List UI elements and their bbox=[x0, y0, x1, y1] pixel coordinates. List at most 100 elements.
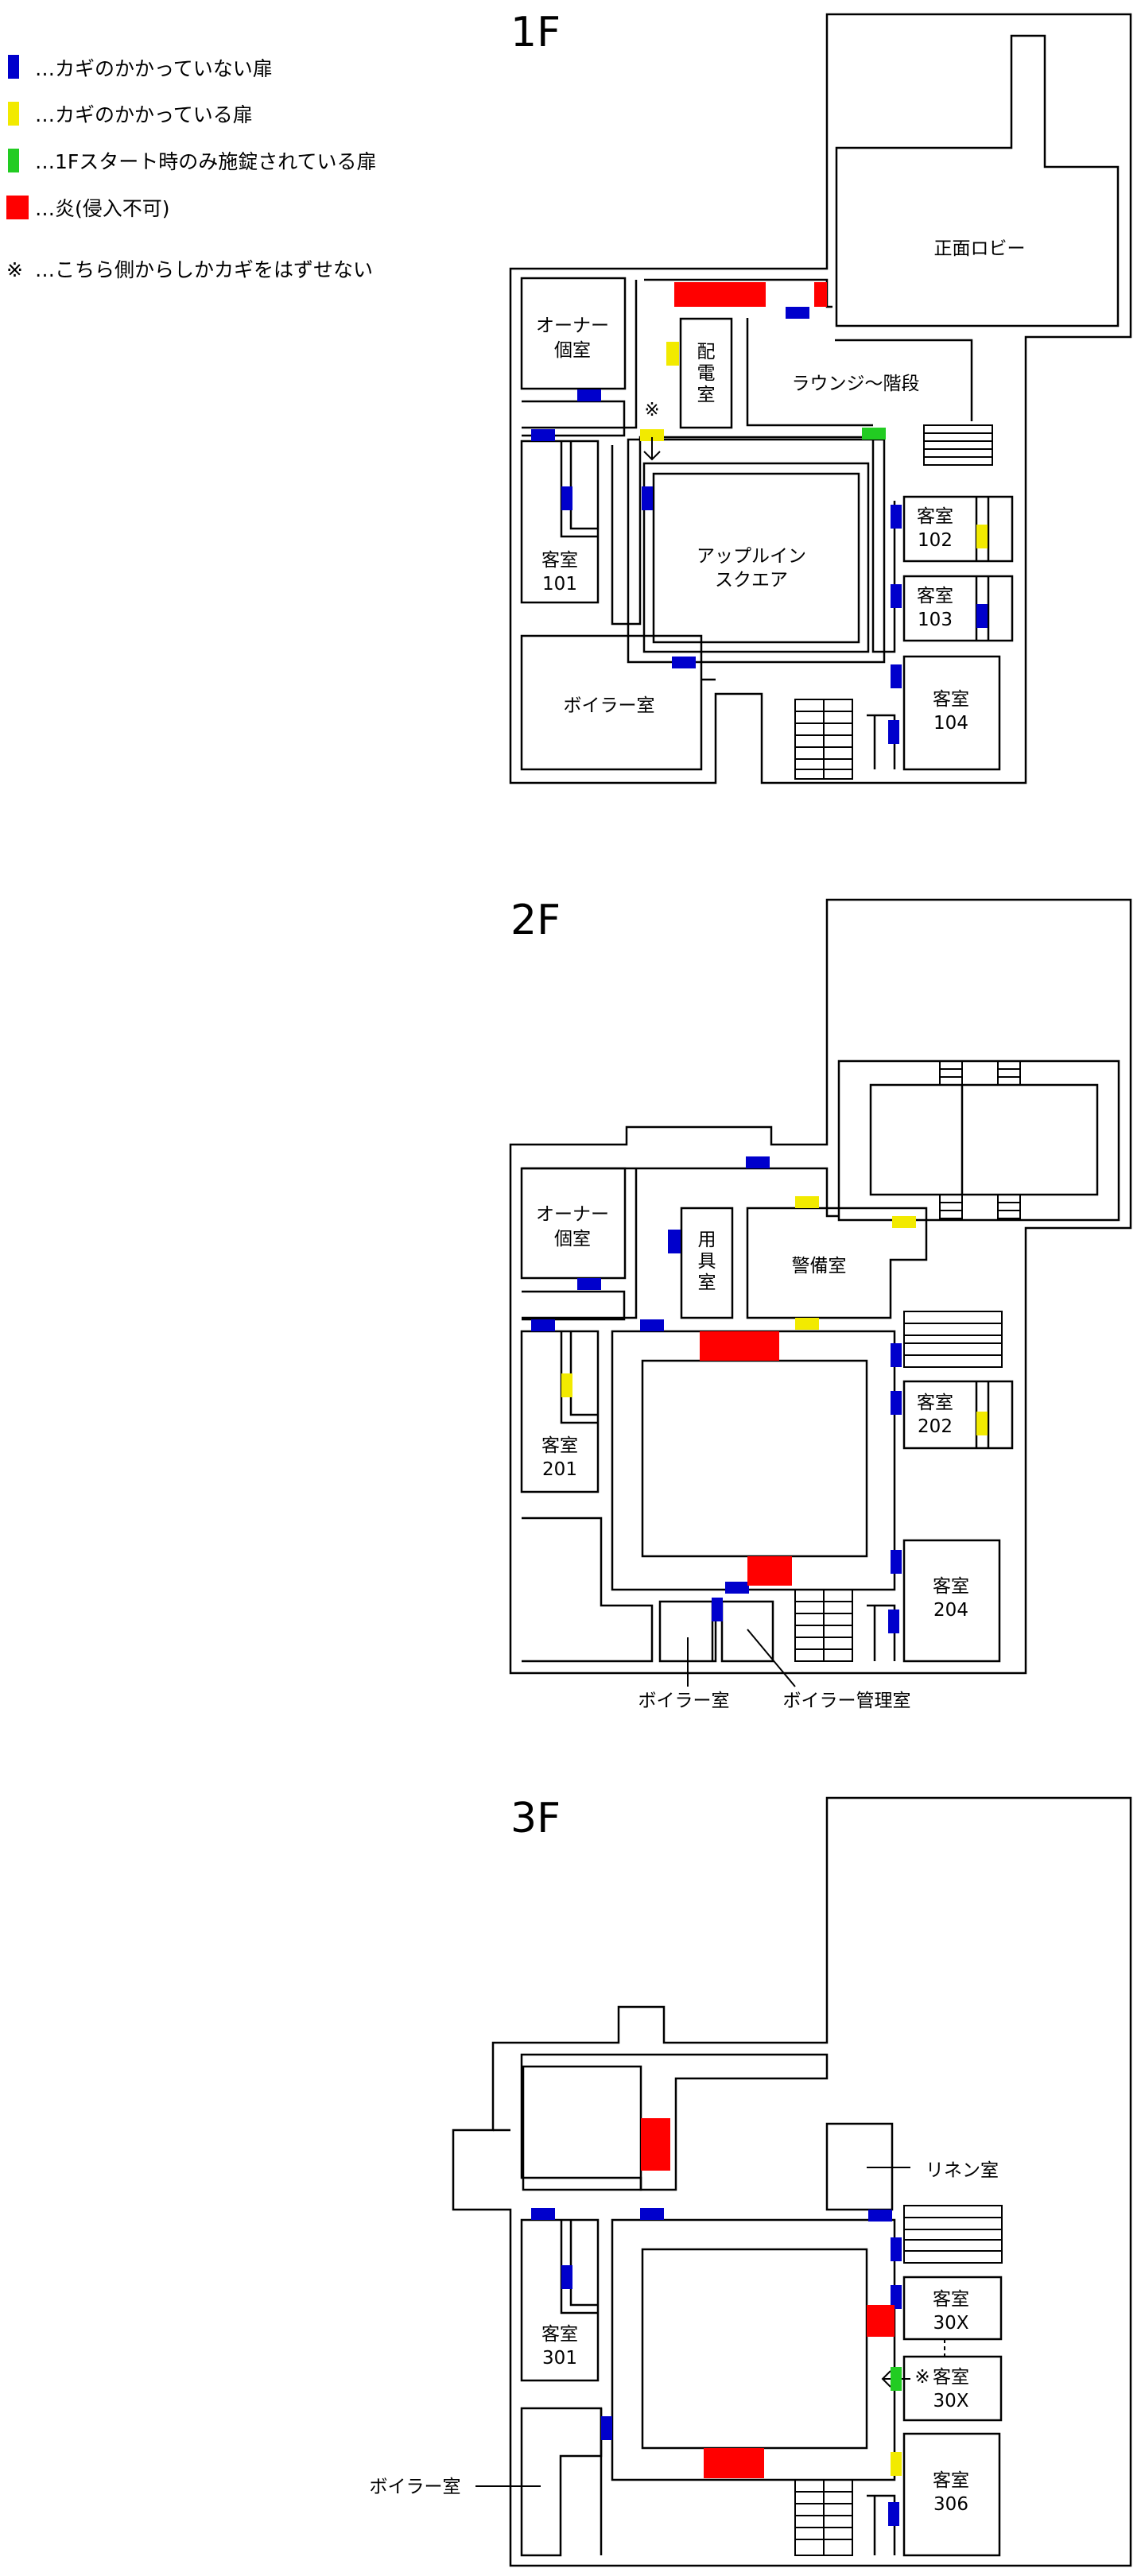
3f-label-30xa-1: 客室 bbox=[933, 2289, 969, 2310]
1f-label-103-2: 103 bbox=[918, 610, 953, 630]
1f-lounge-right bbox=[835, 339, 973, 421]
2f-north-corridor bbox=[522, 1167, 839, 1218]
1f-door-room-102 bbox=[891, 505, 902, 529]
2f-door-boiler bbox=[712, 1598, 723, 1621]
2f-guest-room-202 bbox=[902, 1380, 1014, 1450]
3f-door-boiler bbox=[601, 2416, 612, 2440]
floor-title-2f: 2F bbox=[510, 897, 561, 944]
2f-stairs-top bbox=[903, 1311, 1003, 1368]
1f-stairs-top bbox=[923, 424, 993, 466]
3f-fire-west-suite bbox=[641, 2118, 670, 2171]
2f-door-north bbox=[746, 1156, 770, 1168]
2f-label-204-1: 客室 bbox=[933, 1576, 969, 1597]
2f-upper-hall-inner bbox=[869, 1083, 1099, 1196]
2f-outer-wall bbox=[509, 898, 1132, 1675]
1f-door-square-west bbox=[642, 486, 653, 510]
3f-label-306-2: 306 bbox=[933, 2494, 968, 2515]
2f-door-room-204-closet bbox=[888, 1610, 899, 1633]
3f-label-30xb-1: 客室 bbox=[933, 2367, 969, 2388]
3f-door-room-301 bbox=[561, 2265, 572, 2289]
floor-title-1f: 1F bbox=[510, 9, 561, 56]
1f-label-elec-1: 配 bbox=[697, 342, 716, 362]
1f-label-103-1: 客室 bbox=[917, 586, 953, 606]
legend-swatch-fire bbox=[6, 196, 29, 219]
3f-inner-north bbox=[520, 2053, 829, 2191]
2f-label-202-1: 客室 bbox=[917, 1393, 953, 1413]
1f-guest-room-101 bbox=[520, 440, 600, 604]
3f-door-room-306-closet bbox=[888, 2502, 899, 2526]
1f-guest-room-103 bbox=[902, 575, 1014, 642]
legend-swatch-start-locked bbox=[8, 149, 19, 172]
2f-door-room-202 bbox=[891, 1391, 902, 1415]
floor-title-3f: 3F bbox=[510, 1795, 561, 1842]
3f-fire-east bbox=[867, 2305, 895, 2337]
2f-door-boiler-mgmt bbox=[725, 1582, 749, 1594]
1f-label-lobby: 正面ロビー bbox=[934, 238, 1026, 259]
1f-room-104-closet bbox=[867, 714, 896, 769]
2f-label-boiler: ボイラー室 bbox=[638, 1691, 730, 1711]
2f-label-tool-3: 室 bbox=[698, 1273, 716, 1293]
1f-label-boiler: ボイラー室 bbox=[564, 695, 655, 716]
3f-outer-wall bbox=[452, 1796, 1132, 2567]
3f-door-corridor-west bbox=[531, 2208, 555, 2220]
2f-fire-south bbox=[747, 1556, 792, 1586]
2f-west-room bbox=[522, 1517, 654, 1663]
1f-door-square-south bbox=[672, 657, 696, 668]
1f-label-101-1: 客室 bbox=[541, 550, 578, 571]
1f-door-owner bbox=[577, 389, 601, 401]
2f-label-boiler-mgmt: ボイラー管理室 bbox=[783, 1691, 911, 1711]
1f-label-owner-2: 個室 bbox=[554, 340, 591, 361]
2f-west-corridor bbox=[522, 1168, 638, 1321]
2f-hall-stairs bbox=[939, 1060, 1021, 1219]
legend-label-unlocked: …カギのかかっていない扉 bbox=[35, 57, 273, 80]
1f-ring-inner-outer bbox=[627, 438, 886, 664]
legend-label-fire: …炎(侵入不可) bbox=[35, 197, 170, 220]
2f-label-201-1: 客室 bbox=[541, 1435, 578, 1456]
2f-door-ring-north bbox=[640, 1319, 664, 1331]
1f-lounge-block bbox=[746, 318, 873, 427]
1f-label-102-1: 客室 bbox=[917, 506, 953, 527]
floor-1f: 1F bbox=[509, 9, 1132, 784]
1f-lobby-wall bbox=[835, 34, 1120, 327]
2f-door-owner bbox=[577, 1278, 601, 1290]
2f-door-room-202-closet bbox=[976, 1412, 988, 1435]
2f-door-guard-south bbox=[795, 1318, 819, 1330]
3f-door-stairs bbox=[891, 2237, 902, 2261]
1f-label-elec-2: 電 bbox=[697, 363, 716, 384]
3f-label-linen: リネン室 bbox=[926, 2160, 999, 2181]
2f-door-hall bbox=[892, 1216, 916, 1228]
3f-ring bbox=[611, 2218, 896, 2481]
2f-door-stairs bbox=[891, 1343, 902, 1367]
legend-swatch-locked bbox=[8, 102, 19, 126]
2f-stairs-bottom bbox=[794, 1589, 853, 1662]
2f-label-guard: 警備室 bbox=[792, 1256, 847, 1276]
2f-door-room-204 bbox=[891, 1550, 902, 1574]
3f-label-boiler: ボイラー室 bbox=[370, 2477, 461, 2497]
3f-door-linen bbox=[868, 2210, 892, 2222]
2f-door-tool bbox=[668, 1230, 681, 1253]
1f-ring-outer bbox=[611, 436, 896, 653]
1f-label-104-2: 104 bbox=[933, 713, 968, 734]
1f-door-room-104-closet bbox=[888, 720, 899, 744]
3f-stairs-bottom bbox=[794, 2479, 853, 2556]
1f-boiler-room bbox=[520, 634, 703, 771]
1f-door-corridor-west bbox=[531, 429, 555, 441]
3f-label-30xa-2: 30X bbox=[933, 2313, 968, 2334]
1f-electrical-room bbox=[679, 317, 733, 429]
1f-door-electrical bbox=[666, 342, 679, 366]
1f-apple-inn-inner bbox=[642, 462, 870, 653]
3f-label-306-1: 客室 bbox=[933, 2470, 969, 2491]
2f-door-room-201 bbox=[561, 1373, 572, 1397]
2f-guest-room-204 bbox=[902, 1539, 1001, 1663]
legend-label-locked: …カギのかかっている扉 bbox=[35, 103, 253, 126]
1f-door-lounge bbox=[862, 428, 886, 440]
3f-guest-room-306 bbox=[902, 2432, 1001, 2557]
2f-guard-room bbox=[746, 1207, 928, 1319]
2f-door-guard-north bbox=[795, 1196, 819, 1208]
floor-3f: 3F bbox=[370, 1795, 1132, 2567]
1f-door-room-102-closet bbox=[976, 525, 988, 548]
2f-owner-room bbox=[520, 1167, 627, 1280]
2f-label-201-2: 201 bbox=[542, 1459, 577, 1480]
2f-tool-room bbox=[680, 1207, 734, 1319]
